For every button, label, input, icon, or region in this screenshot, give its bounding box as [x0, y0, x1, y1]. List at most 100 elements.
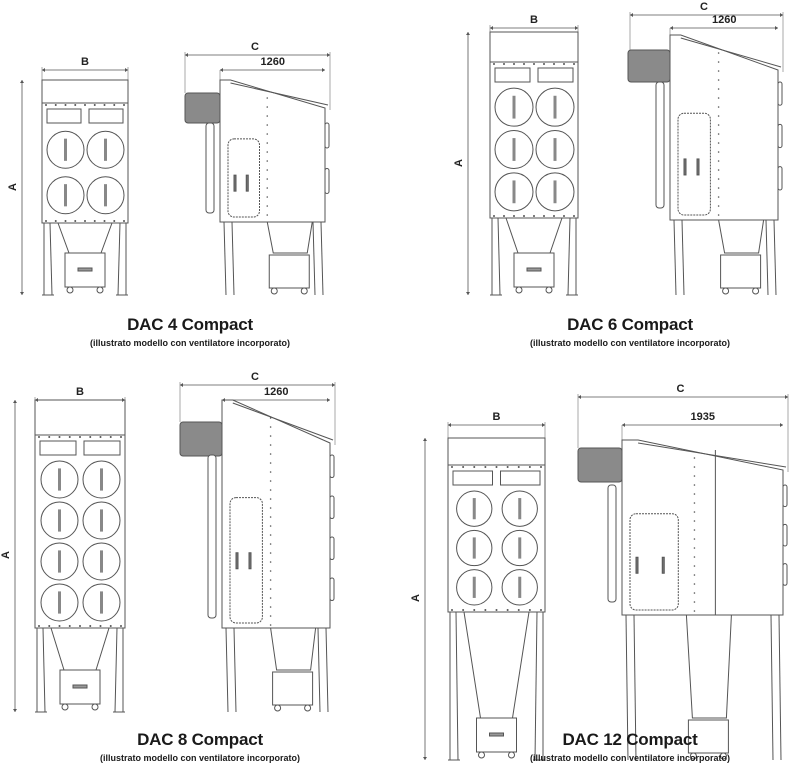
bolt — [120, 436, 122, 438]
dimension-depth-label: 1935 — [690, 411, 715, 423]
filter-clamp — [329, 577, 335, 602]
rivet — [693, 592, 696, 594]
filter-handle — [472, 576, 476, 598]
hopper — [685, 614, 732, 719]
rivet — [266, 133, 269, 135]
roof-rail — [680, 37, 782, 68]
filter-handle — [512, 180, 516, 204]
rivet — [717, 61, 720, 63]
dust-bin — [272, 671, 314, 706]
leg — [778, 614, 782, 761]
bolt — [113, 104, 116, 106]
door-handle — [233, 174, 237, 192]
bolt — [54, 220, 57, 222]
hopper — [505, 217, 563, 254]
rivet — [693, 538, 696, 540]
filter-clamp — [777, 123, 783, 149]
bolt — [513, 215, 515, 217]
bolt — [123, 104, 125, 106]
hopper — [266, 221, 313, 254]
leg — [312, 221, 316, 296]
bolt — [58, 625, 61, 627]
wheel — [96, 286, 104, 294]
fan-hood — [41, 79, 129, 104]
dimension-depth-label: 1260 — [260, 56, 285, 68]
rivet — [269, 417, 272, 419]
bolt — [533, 63, 535, 65]
rivet — [717, 142, 720, 144]
roof-rail — [232, 402, 334, 441]
pulse-manifold — [655, 81, 665, 209]
rivet — [717, 115, 720, 117]
inspection-window — [88, 108, 124, 124]
filter-handle — [512, 138, 516, 161]
dimension-arrow — [122, 398, 125, 402]
filter-clamp — [329, 536, 335, 561]
rivet — [269, 453, 272, 455]
door-handle — [661, 556, 665, 574]
bin-handle — [489, 732, 504, 737]
rivet — [717, 169, 720, 171]
rivet — [717, 124, 720, 126]
filter-clamp — [324, 168, 330, 195]
filter-handle — [512, 95, 516, 119]
leg — [681, 219, 685, 296]
rivet — [693, 529, 696, 531]
door-handle — [248, 552, 252, 570]
door-handle — [635, 556, 639, 574]
leg — [233, 627, 237, 713]
filter-handle — [553, 95, 557, 119]
motor — [627, 49, 671, 83]
rivet — [269, 426, 272, 428]
leg — [223, 221, 227, 296]
rivet — [266, 178, 269, 180]
rivet — [266, 214, 269, 216]
dimension-arrow — [775, 26, 778, 30]
wheel — [270, 287, 278, 295]
dimension-c-label: C — [700, 1, 708, 13]
hopper — [270, 627, 317, 671]
inspection-window — [500, 470, 541, 486]
dimension-arrow — [630, 13, 633, 17]
rivet — [717, 214, 720, 216]
rivet — [269, 570, 272, 572]
filter-handle — [472, 537, 476, 559]
dimension-arrow — [622, 423, 625, 427]
bolt — [503, 63, 505, 65]
wheel — [722, 287, 730, 295]
bolt — [462, 466, 465, 468]
rivet — [269, 543, 272, 545]
hopper — [57, 222, 113, 254]
inspection-window — [537, 67, 574, 83]
rivet — [266, 115, 269, 117]
filter-clamp — [777, 81, 783, 106]
bolt — [493, 63, 495, 65]
fan-hood — [34, 399, 126, 436]
rivet — [266, 187, 269, 189]
rivet — [269, 516, 272, 518]
rivet — [269, 498, 272, 500]
rivet — [693, 475, 696, 477]
rivet — [269, 552, 272, 554]
roof-rail — [638, 442, 787, 468]
bolt — [563, 63, 565, 65]
dimension-arrow — [332, 383, 335, 387]
bolt — [74, 104, 77, 106]
bolt — [451, 466, 453, 468]
bin-handle — [77, 267, 93, 272]
rivet — [693, 574, 696, 576]
rivet — [266, 151, 269, 153]
front-view — [41, 79, 129, 296]
dimension-c-label: C — [251, 371, 259, 383]
leg — [773, 219, 777, 296]
bolt — [543, 215, 545, 217]
dimension-b-label: B — [530, 14, 538, 26]
bolt — [64, 104, 67, 106]
dimension-depth-label: 1260 — [264, 386, 289, 398]
dimension-arrow — [327, 398, 330, 402]
rivet — [693, 583, 696, 585]
bolt — [89, 436, 92, 438]
dimension-a-label: A — [452, 158, 465, 167]
bolt — [506, 466, 509, 468]
rivet — [269, 606, 272, 608]
